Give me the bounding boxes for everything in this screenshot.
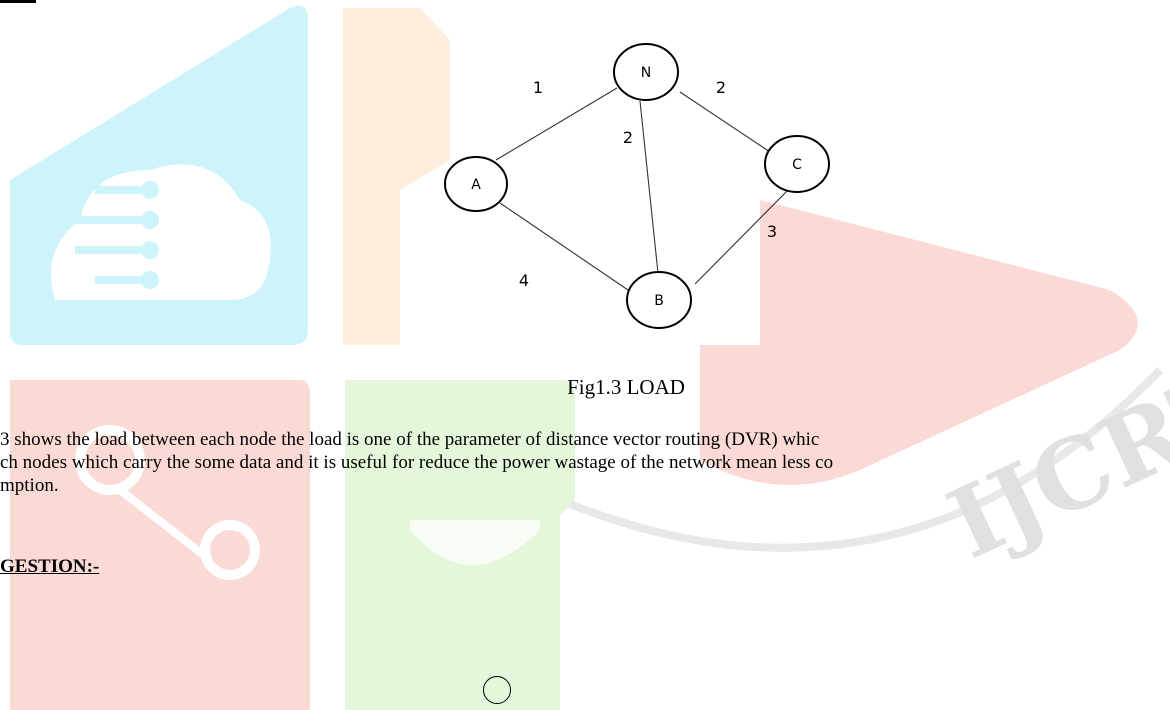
- edge-n-b-load: 2: [623, 128, 633, 147]
- node-n-label: N: [641, 65, 651, 81]
- watermark-peach-panel: [343, 8, 450, 345]
- watermark-green-panel: [345, 380, 575, 710]
- edges: [495, 87, 791, 291]
- node-a-label: A: [471, 177, 481, 193]
- watermark-gray-arc: [558, 367, 1163, 552]
- edge-a-n: [495, 87, 618, 161]
- watermark-cloud-panel: [10, 5, 308, 345]
- edge-n-c: [679, 91, 771, 153]
- network-load-diagram: N A C B 1 2 2 3 4: [444, 43, 830, 329]
- edge-n-c-load: 2: [716, 78, 726, 97]
- node-b: B: [626, 271, 692, 329]
- section-heading: GESTION:-: [0, 556, 100, 577]
- edge-c-b-load: 3: [767, 222, 777, 241]
- node-c: C: [764, 135, 830, 193]
- small-circle-mark: [483, 676, 511, 704]
- paragraph-line-2: ch nodes which carry the some data and i…: [0, 452, 834, 473]
- node-b-label: B: [654, 293, 664, 309]
- figure-caption: Fig1.3 LOAD: [567, 375, 685, 399]
- edge-c-b: [694, 187, 791, 285]
- node-a: A: [444, 156, 508, 212]
- watermark-gear-panel: [10, 380, 310, 710]
- top-mark-line: [0, 0, 36, 3]
- paragraph-line-1: 3 shows the load between each node the l…: [0, 429, 820, 450]
- watermark-red-panel: [700, 200, 1138, 485]
- edge-a-n-load: 1: [533, 78, 543, 97]
- edge-a-b: [499, 202, 629, 291]
- node-n: N: [613, 43, 679, 101]
- edge-a-b-load: 4: [519, 271, 529, 290]
- body-paragraph: 3 shows the load between each node the l…: [0, 428, 1170, 497]
- node-c-label: C: [792, 157, 802, 173]
- paragraph-line-3: mption.: [0, 475, 59, 496]
- edge-n-b: [639, 100, 659, 274]
